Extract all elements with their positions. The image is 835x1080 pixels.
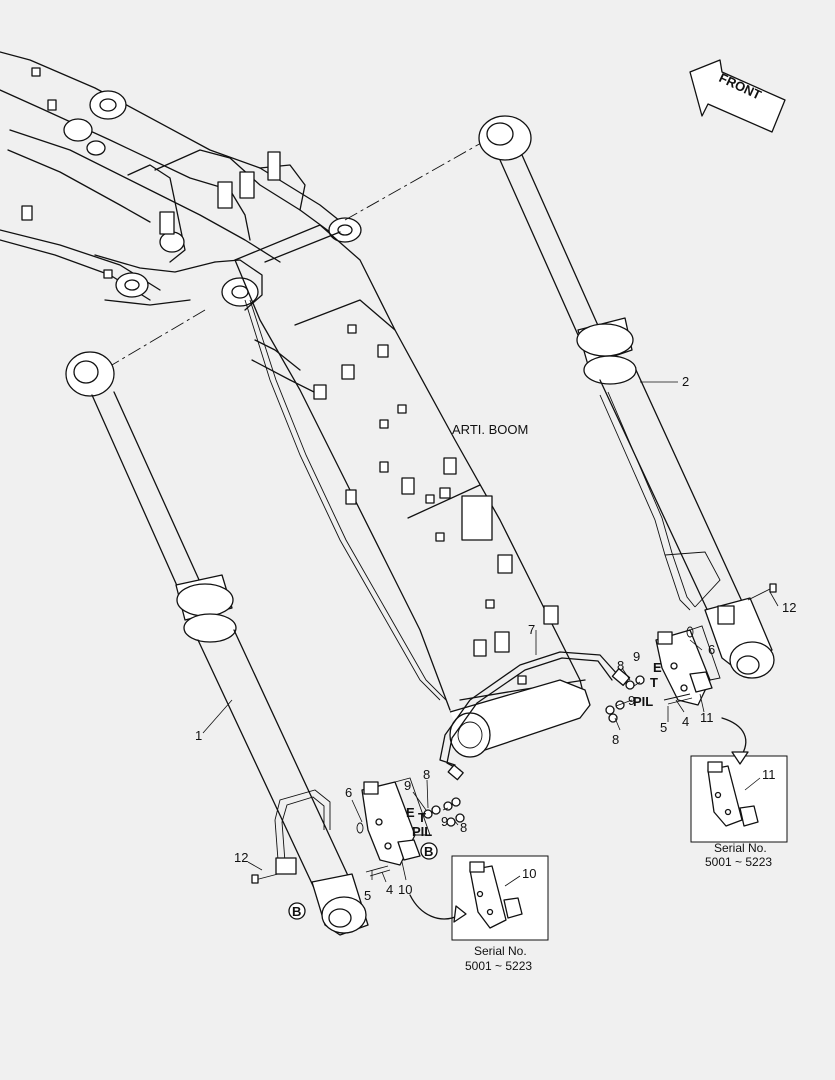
inset-right-callout-11: 11 bbox=[762, 767, 776, 782]
callout-12-right: 12 bbox=[782, 600, 796, 615]
arti-boom-body bbox=[234, 224, 591, 758]
callout-5-left: 5 bbox=[364, 888, 371, 903]
port-label-e-left: E bbox=[406, 805, 415, 820]
upper-boom-structure bbox=[0, 51, 362, 311]
callout-11: 11 bbox=[700, 710, 714, 725]
inset-right-serial-range: 5001 ~ 5223 bbox=[705, 855, 772, 869]
port-label-t-right: T bbox=[650, 675, 658, 690]
inset-right-serial-label: Serial No. bbox=[714, 841, 767, 855]
cylinder-2-centerline bbox=[344, 137, 491, 221]
inset-left-serial-range: 5001 ~ 5223 bbox=[465, 959, 532, 973]
view-marker-b-valve: B bbox=[420, 842, 438, 860]
callout-2: 2 bbox=[682, 374, 689, 389]
port-label-e-right: E bbox=[653, 660, 662, 675]
callout-6-left: 6 bbox=[345, 785, 352, 800]
callout-9-right-b: 9 bbox=[628, 693, 635, 708]
callout-12-left: 12 bbox=[234, 850, 248, 865]
view-arrow-right-head bbox=[731, 751, 749, 765]
callout-1: 1 bbox=[195, 728, 202, 743]
callout-8-right: 8 bbox=[617, 658, 624, 673]
component-title: ARTI. BOOM bbox=[452, 422, 528, 437]
port-label-pil-right: PIL bbox=[633, 694, 653, 709]
inset-left-serial-label: Serial No. bbox=[474, 944, 527, 958]
callout-10: 10 bbox=[398, 882, 412, 897]
callout-8-left-b: 8 bbox=[460, 820, 467, 835]
front-direction-arrow: FRONT bbox=[689, 59, 786, 133]
valve-assembly-left bbox=[251, 777, 465, 884]
callout-7: 7 bbox=[528, 622, 535, 637]
callout-8-left: 8 bbox=[423, 767, 430, 782]
callout-9-right: 9 bbox=[633, 649, 640, 664]
callout-6-right: 6 bbox=[708, 642, 715, 657]
callout-4-right: 4 bbox=[682, 714, 689, 729]
svg-text:B: B bbox=[292, 904, 301, 919]
inset-left-detail: 10 Serial No. 5001 ~ 5223 bbox=[451, 855, 549, 973]
view-marker-b-cylinder: B bbox=[288, 902, 306, 920]
callout-9-left: 9 bbox=[404, 778, 411, 793]
view-arrow-left-head bbox=[453, 905, 467, 923]
port-label-pil-left: PIL bbox=[412, 824, 432, 839]
hose-7 bbox=[439, 651, 631, 781]
inset-right-detail: 11 Serial No. 5001 ~ 5223 bbox=[690, 755, 788, 869]
valve-assembly-right bbox=[605, 583, 777, 723]
callout-8-right-b: 8 bbox=[612, 732, 619, 747]
callout-4-left: 4 bbox=[386, 882, 393, 897]
cylinder-1-centerline bbox=[99, 309, 206, 373]
callout-9-left-b: 9 bbox=[441, 814, 448, 829]
svg-text:B: B bbox=[424, 844, 433, 859]
leader-lines bbox=[202, 381, 779, 883]
inset-left-callout-10: 10 bbox=[522, 866, 536, 881]
port-label-t-left: T bbox=[418, 810, 426, 825]
boom-cylinder-left bbox=[65, 351, 369, 936]
boom-cylinder-right bbox=[478, 115, 775, 679]
callout-5-right: 5 bbox=[660, 720, 667, 735]
